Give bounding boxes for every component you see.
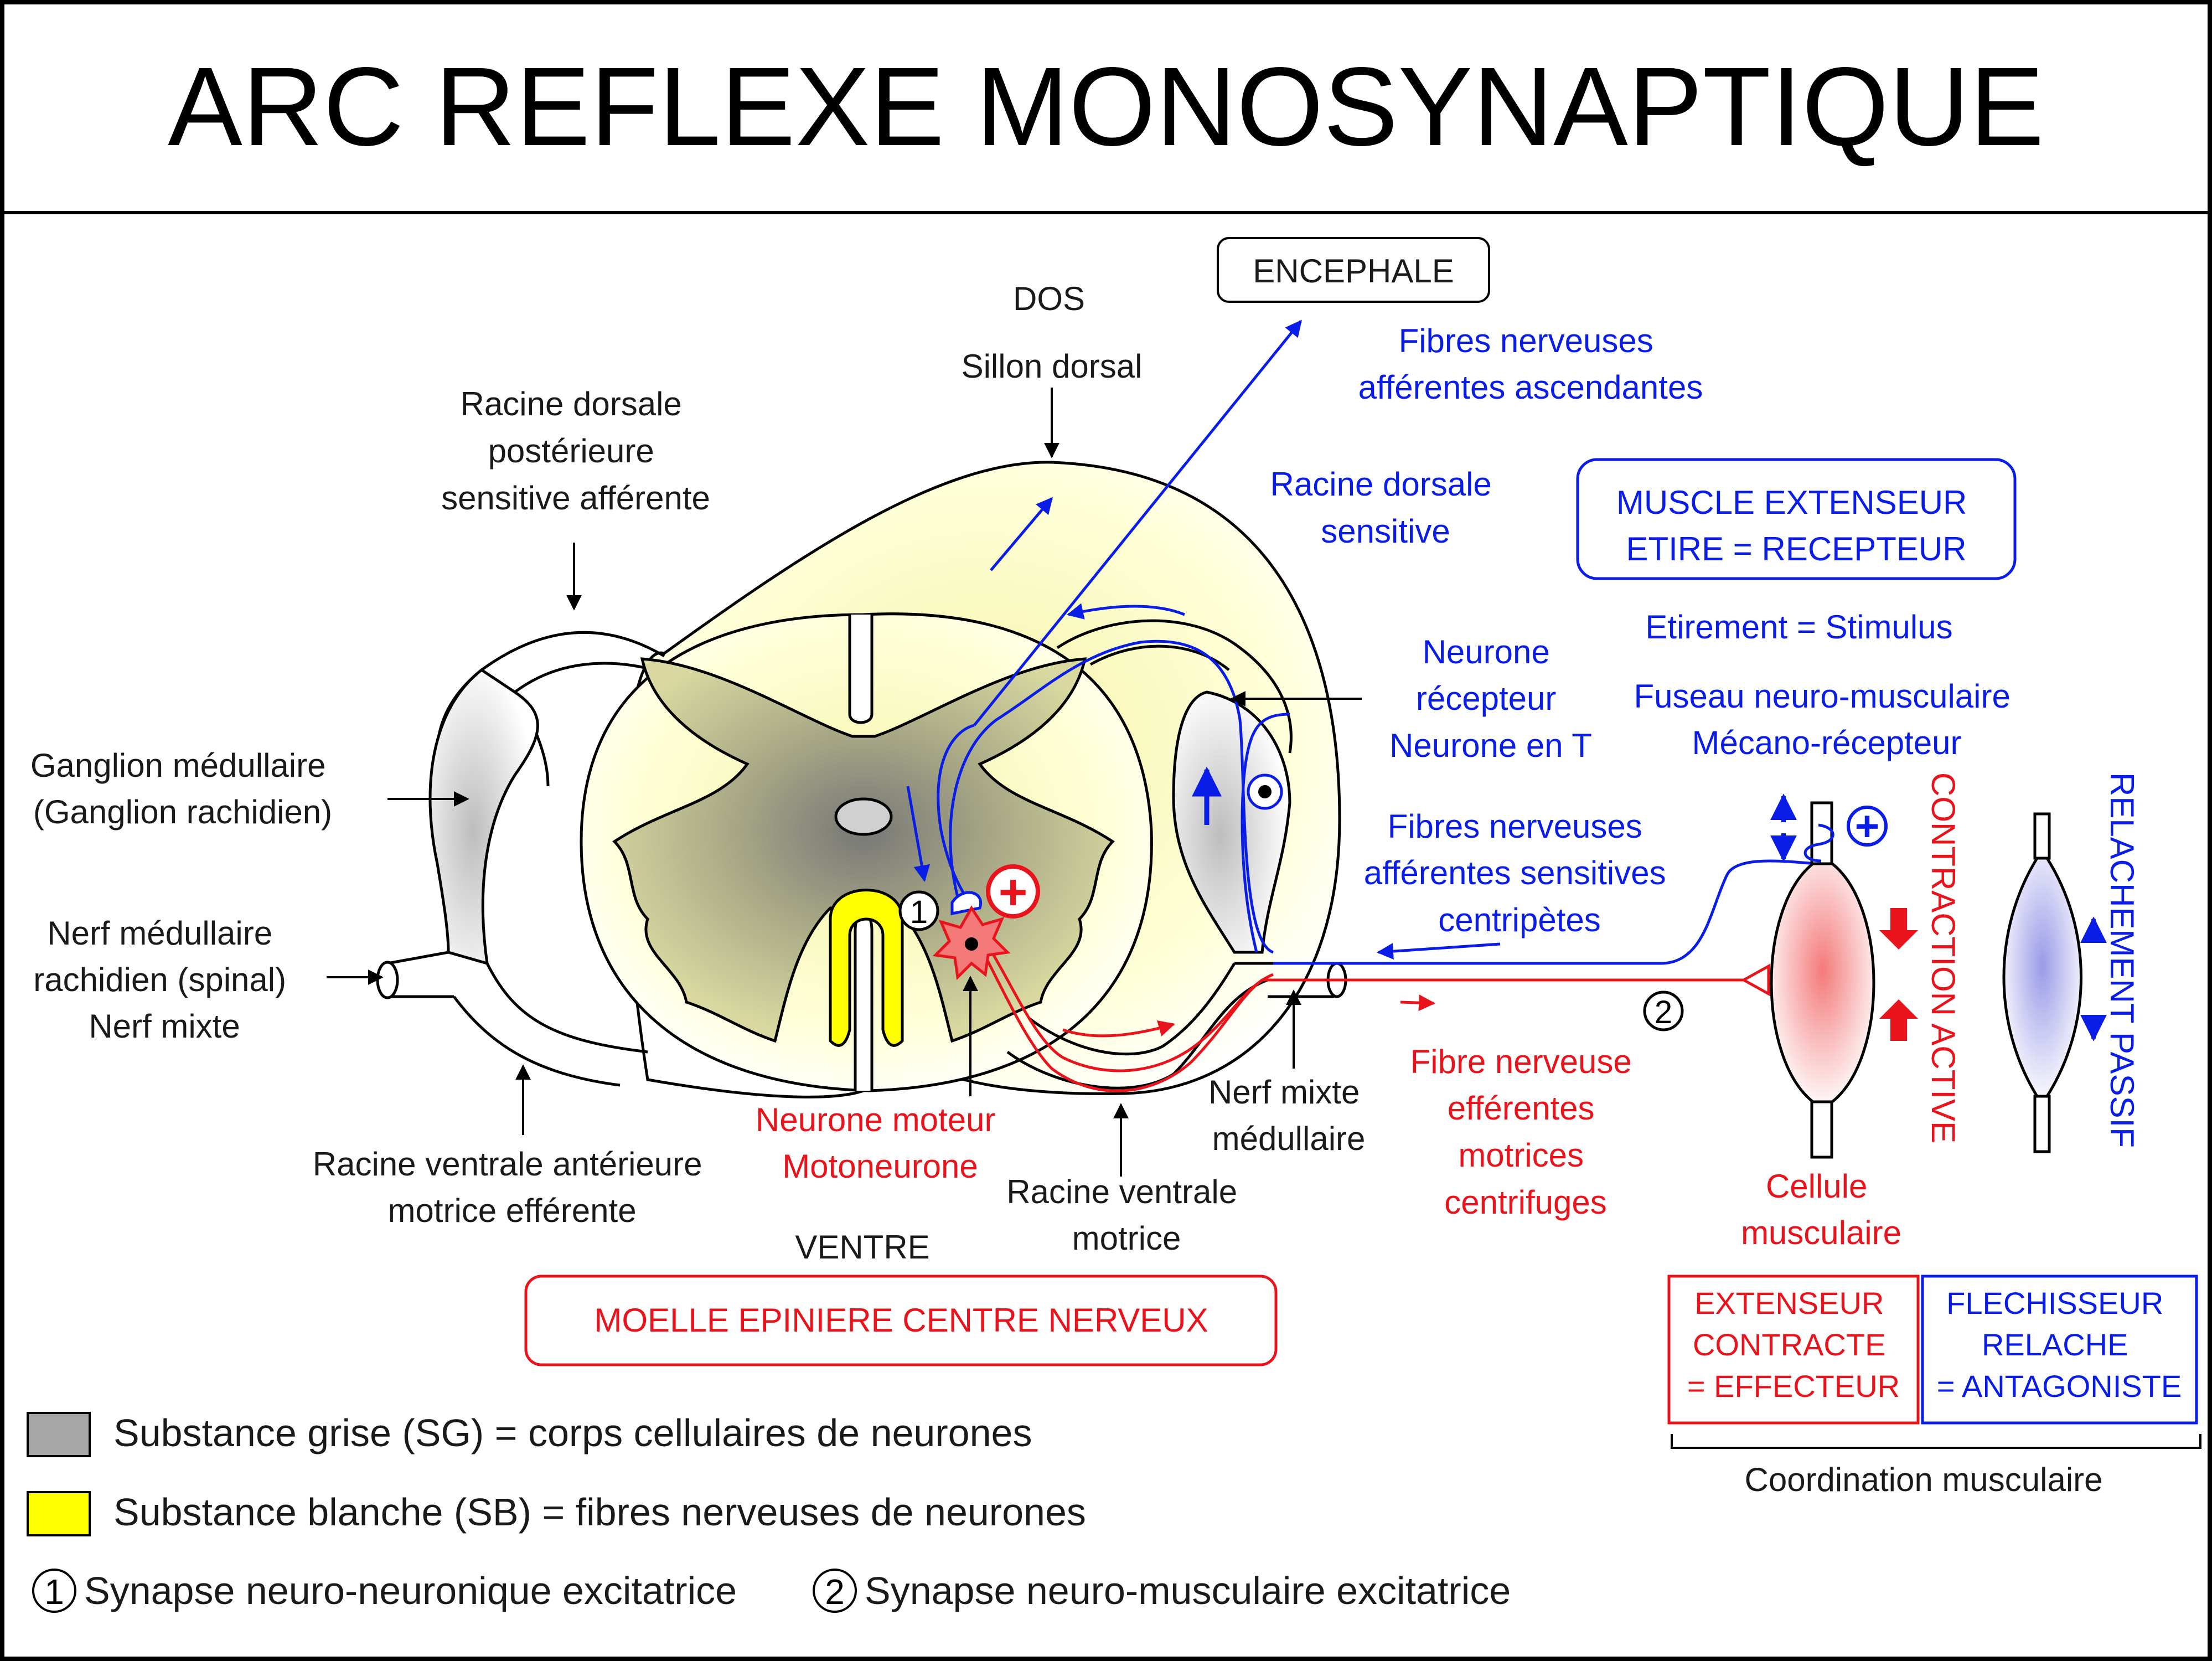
nerve-left-stub (387, 951, 454, 998)
afferent-fiber-inner (1241, 713, 1290, 953)
ganglion-right (1172, 690, 1291, 954)
afferent-fiber-main (949, 639, 1274, 954)
ganglion-left (428, 668, 539, 966)
legend-synapse2-circle (813, 1569, 857, 1613)
legend: Substance grise (SG) = corps cellulaires… (27, 1411, 1511, 1613)
legend-swatch-yellow (27, 1491, 91, 1536)
extensor-belly (1770, 862, 1875, 1103)
svg-text:1: 1 (910, 894, 928, 930)
white-matter-yellow (829, 889, 904, 1047)
coordination-bracket (1671, 1434, 2201, 1449)
label-cellule-musculaire: Cellule musculaire (1741, 1168, 1901, 1251)
legend-synapse1-circle (32, 1569, 76, 1613)
afferent-arrow-3 (906, 786, 931, 882)
muscle-extenseur-box (1576, 458, 2017, 580)
label-flechisseur-box: FLECHISSEUR RELACHE = ANTAGONISTE (1937, 1286, 2182, 1404)
efferent-pathway (973, 935, 1744, 1092)
neuron-cell-body (1247, 773, 1283, 810)
label-coordination: Coordination musculaire (1745, 1461, 2103, 1498)
label-nerf-medullaire: Nerf médullaire rachidien (spinal) Nerf … (33, 915, 296, 1045)
afferent-arrow-5 (1377, 942, 1501, 960)
central-canal (834, 797, 893, 836)
legend-yellow-text: Substance blanche (SB) = fibres nerveuse… (113, 1490, 1086, 1534)
label-racine-dorsale-left: Racine dorsale postérieure sensitive aff… (441, 385, 710, 517)
label-encephale: ENCEPHALE (1253, 252, 1454, 290)
page-title: ARC REFLEXE MONOSYNAPTIQUE (168, 44, 2044, 169)
efferent-fiber-main (973, 935, 1744, 1092)
label-racine-ventrale-left: Racine ventrale antérieure motrice effér… (313, 1146, 711, 1229)
moelle-box (524, 1275, 1278, 1366)
ventral-septum (854, 912, 874, 1091)
efferent-arrow-1 (1062, 1020, 1175, 1038)
flexor-tendon-bottom (2033, 1095, 2051, 1153)
neuromuscular-junction (1740, 963, 1770, 997)
dorsal-root-right (1056, 619, 1293, 754)
label-ganglion: Ganglion médullaire (Ganglion rachidien) (30, 747, 335, 830)
legend-synapse1-num: 1 (44, 1572, 64, 1612)
nerve-left-end (376, 961, 399, 999)
legend-synapse2-num: 2 (825, 1572, 845, 1612)
label-racine-dorsale-sensitive: Racine dorsale sensitive (1270, 466, 1501, 550)
extensor-tendon-top (1810, 801, 1833, 865)
plus-excitation-neuron: + (986, 864, 1040, 920)
flechisseur-antagoniste-box (1921, 1275, 2198, 1425)
extensor-tendon-bottom (1810, 1100, 1833, 1159)
label-neurone-moteur: Neurone moteur Motoneurone (756, 1101, 1005, 1185)
label-dos: DOS (1013, 280, 1085, 317)
pointer-arrows (327, 388, 1362, 1177)
efferent-arrow-2 (1400, 994, 1435, 1012)
legend-synapse1-text: Synapse neuro-neuronique excitatrice (84, 1569, 737, 1612)
label-ventre: VENTRE (795, 1229, 929, 1266)
synapse-2-marker: 2 (1643, 991, 1684, 1031)
encephale-box (1217, 237, 1490, 303)
label-fibres-ascendantes: Fibres nerveuses afférentes ascendantes (1358, 322, 1703, 406)
label-contraction-active: CONTRACTION ACTIVE (1925, 772, 1962, 1143)
efferent-fiber-inner (984, 940, 1274, 1072)
synapse-terminal (950, 891, 983, 916)
spinal-cord (376, 461, 1347, 1098)
synapse-1-marker: 1 (898, 890, 939, 931)
svg-text:+: + (1855, 803, 1879, 850)
stretch-arrows (1770, 793, 2107, 1041)
legend-synapse2-text: Synapse neuro-musculaire excitatrice (865, 1569, 1511, 1612)
label-moelle: MOELLE EPINIERE CENTRE NERVEUX (594, 1302, 1208, 1339)
muscle-spindle-coil (1803, 823, 1834, 863)
label-neurone-recepteur: Neurone récepteur Neurone en T (1389, 633, 1592, 764)
motor-neuron-nucleus (965, 937, 978, 951)
flexor-belly (2002, 857, 2082, 1098)
label-extenseur-box: EXTENSEUR CONTRACTE = EFFECTEUR (1687, 1286, 1900, 1404)
svg-text:2: 2 (1655, 994, 1672, 1030)
label-relachement-passif: RELACHEMENT PASSIF (2104, 772, 2141, 1148)
label-racine-ventrale-right: Racine ventrale motrice (1006, 1173, 1247, 1257)
flexor-muscle (2002, 812, 2082, 1153)
afferent-arrow-1 (990, 497, 1053, 571)
legend-swatch-grey (27, 1412, 91, 1457)
contraction-arrows (1879, 908, 1918, 1041)
label-sillon-dorsal: Sillon dorsal (962, 348, 1143, 385)
label-muscle-extenseur: MUSCLE EXTENSEUR ETIRE = RECEPTEUR (1616, 484, 1976, 568)
extenseur-effecteur-box (1667, 1275, 1920, 1425)
flexor-tendon-top (2033, 812, 2051, 860)
label-fuseau: Fuseau neuro-musculaire Mécano-récepteur (1634, 678, 2019, 761)
dorsal-septum (848, 615, 874, 724)
legend-grey-text: Substance grise (SG) = corps cellulaires… (113, 1411, 1032, 1454)
plus-excitation-spindle: + (1847, 803, 1888, 850)
extensor-muscle (1770, 801, 1875, 1159)
label-fibres-centripetes: Fibres nerveuses afférentes sensitives c… (1364, 808, 1676, 938)
label-fibre-efferente: Fibre nerveuse efférentes motrices centr… (1410, 1043, 1641, 1221)
svg-text:+: + (999, 865, 1028, 920)
label-nerf-mixte: Nerf mixte médullaire (1208, 1074, 1369, 1157)
ventral-root-left (453, 962, 648, 1087)
afferent-arrow-2 (1067, 603, 1185, 620)
afferent-fiber-to-brain (973, 319, 1302, 726)
label-etirement: Etirement = Stimulus (1645, 608, 1952, 646)
